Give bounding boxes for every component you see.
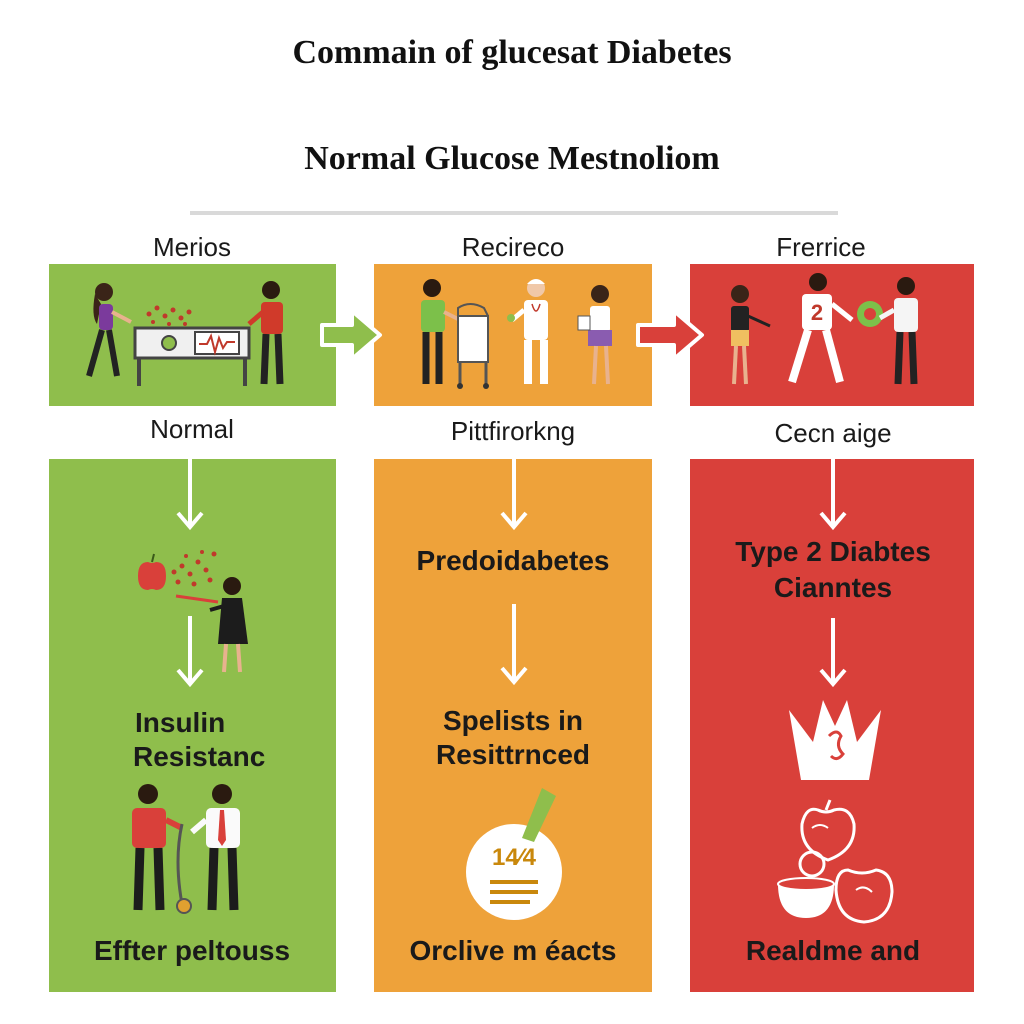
arrow-down-icon bbox=[819, 618, 847, 688]
diagram-subtitle: Normal Glucose Mestnoliom bbox=[304, 140, 720, 177]
footer-2-text: Orclive m éacts bbox=[409, 935, 617, 966]
stage-label-2: Pittfirorkng bbox=[450, 416, 576, 446]
crown-shape-icon bbox=[789, 700, 881, 780]
diagram-title: Commain of glucesat Diabetes bbox=[292, 34, 732, 71]
top-panel-progression: 2 bbox=[690, 264, 974, 406]
top-panel-precursor bbox=[374, 264, 652, 406]
progression-scene bbox=[731, 273, 918, 385]
arrow-right-icon bbox=[636, 309, 704, 361]
stage-label-3: Cecn aige bbox=[774, 418, 892, 448]
clinic-staff-scene bbox=[421, 279, 612, 389]
step-1b-text: Resistanc bbox=[133, 741, 266, 772]
stage-label-1: Normal bbox=[150, 414, 234, 444]
apple-sugar-woman-illustration bbox=[138, 550, 248, 673]
arrow-down-icon bbox=[176, 616, 204, 688]
arrow-right-icon bbox=[320, 309, 382, 361]
column-header-1: Merios bbox=[152, 232, 231, 262]
arrow-down-icon bbox=[176, 459, 204, 531]
glucose-meter-icon bbox=[466, 788, 562, 920]
stage-title-type2-line2: Cianntes bbox=[773, 572, 893, 603]
footer-3-text: Realdme and bbox=[745, 935, 921, 966]
column-header-2: Recireco bbox=[461, 232, 565, 262]
two-men-illustration bbox=[132, 784, 240, 914]
step-1a-text: Insulin bbox=[135, 707, 226, 738]
divider-line bbox=[190, 211, 838, 215]
column-panel-normal bbox=[49, 459, 336, 992]
footer-1-text: Effter peltouss bbox=[93, 935, 291, 966]
stage-title-type2-line1: Type 2 Diabtes bbox=[735, 536, 931, 567]
people-testing-scene bbox=[86, 281, 284, 386]
column-header-3: Frerrice bbox=[776, 232, 866, 262]
step-2b-text: Resittrnced bbox=[435, 739, 591, 770]
stage-title-prediabetes: Predoidabetes bbox=[416, 545, 610, 576]
arrow-down-icon bbox=[500, 604, 528, 686]
arrow-down-icon bbox=[500, 459, 528, 531]
meter-reading: 14⁄4 bbox=[491, 844, 537, 871]
step-2a-text: Spelists in bbox=[442, 705, 584, 736]
top-panel-normal bbox=[49, 264, 336, 406]
shirt-number: 2 bbox=[810, 300, 824, 325]
arrow-down-icon bbox=[819, 459, 847, 531]
food-fruit-icon bbox=[777, 799, 894, 924]
